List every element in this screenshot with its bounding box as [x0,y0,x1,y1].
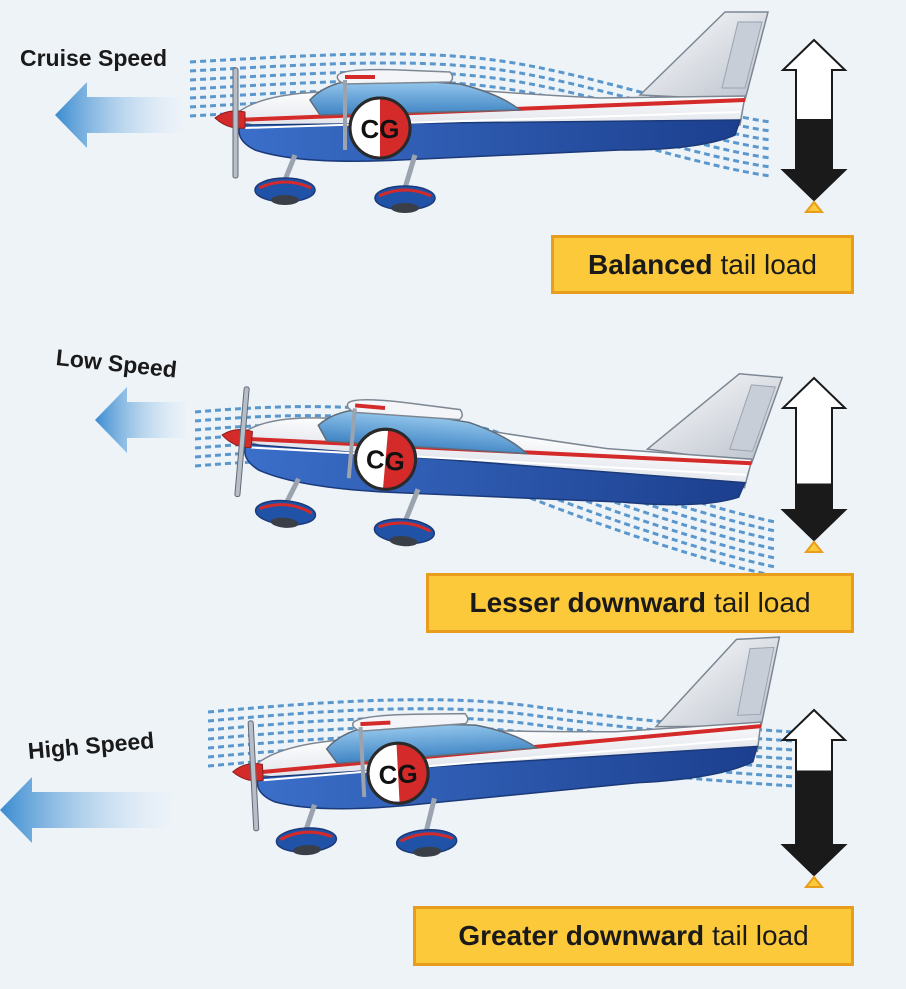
wheel-fairing-stripe [378,188,432,198]
wheel [391,203,419,213]
propeller [247,720,260,832]
wing [336,68,454,85]
wheel [413,846,442,857]
gear-leg [303,803,317,831]
gear-leg [284,477,301,504]
fuselage-stripe-white [251,446,746,476]
wheel-fairing-stripe [258,180,312,190]
airflow-line [189,52,771,124]
tail-load-label-greater: Greater downward tail load [413,906,854,966]
tail-load-arrow [780,376,848,553]
wheel [271,195,299,205]
fuselage-stripe-white [263,737,757,782]
tail-load-suffix: tail load [714,587,811,618]
wing [352,712,469,732]
tail-load-emphasis: Balanced [587,248,713,280]
cg-label: CG [365,444,406,477]
speed-label-cruise: Cruise Speed [20,45,167,71]
tail-load-arrow [780,38,848,213]
rudder [736,646,775,716]
propeller [234,386,250,498]
wheel-fairing-stripe [279,830,333,841]
cg-outline [348,96,412,160]
tail-load-arrow [780,708,848,888]
cg-outline [354,427,418,491]
down-load-fill [780,483,848,542]
airflow-line [207,716,794,752]
speed-arrow [0,777,175,843]
airflow-line [189,70,771,142]
airplane: CG [214,11,769,213]
propeller [232,67,239,179]
speed-arrow [55,82,185,148]
tail-load-suffix: tail load [720,248,817,280]
spinner [231,763,264,782]
speed-arrow-shape [95,387,190,453]
down-load-fill [780,770,848,877]
tail-load-emphasis: Greater downward [458,920,705,951]
rudder [729,384,777,452]
cg-label: CG [378,758,419,790]
airflow-line [189,79,771,151]
gear-leg [402,154,418,189]
label-pointer [803,540,825,553]
airflow-line [207,707,794,743]
gear-leg [423,797,437,833]
airflow-line [207,698,794,734]
canopy [309,77,523,116]
cg-outline [366,741,430,805]
speed-arrow-shape [0,777,175,843]
cg-half-red [396,743,429,804]
gear-leg [282,154,298,181]
wheel-fairing-stripe [259,503,313,515]
down-load-fill [780,119,848,202]
spinner [214,110,246,129]
tail-load-label-balanced: Balanced tail load [551,235,854,294]
wing-strut [346,408,357,479]
cg-marker: CG [348,96,412,160]
cg-half-red [380,98,410,158]
cg-half-red [382,429,416,490]
cg-marker: CG [366,741,430,805]
wing [346,399,463,421]
wheel-fairing-stripe [399,832,454,843]
tail-load-label-lesser: Lesser downward tail load [426,573,854,633]
cg-label: CG [361,114,400,144]
wheel [389,536,418,547]
wheel-fairing-stripe [378,521,432,533]
wheel [270,517,299,528]
label-pointer [803,875,825,888]
tail-load-suffix: tail load [712,920,809,951]
wheel [292,845,321,856]
label-pointer [803,200,825,213]
wing-tip-red [354,403,386,411]
airflow-line [189,61,771,133]
rudder [721,21,763,89]
speed-arrow [95,387,190,453]
cg-marker: CG [354,427,418,491]
fuselage-stripe-white [244,111,741,129]
tail-load-emphasis: Lesser downward [469,587,706,618]
wing-strut [358,727,367,798]
gear-leg [402,488,421,523]
airplane: CG [231,636,781,857]
airplane: CG [221,373,784,547]
wing-tip-red [360,720,391,727]
speed-arrow-shape [55,82,185,148]
